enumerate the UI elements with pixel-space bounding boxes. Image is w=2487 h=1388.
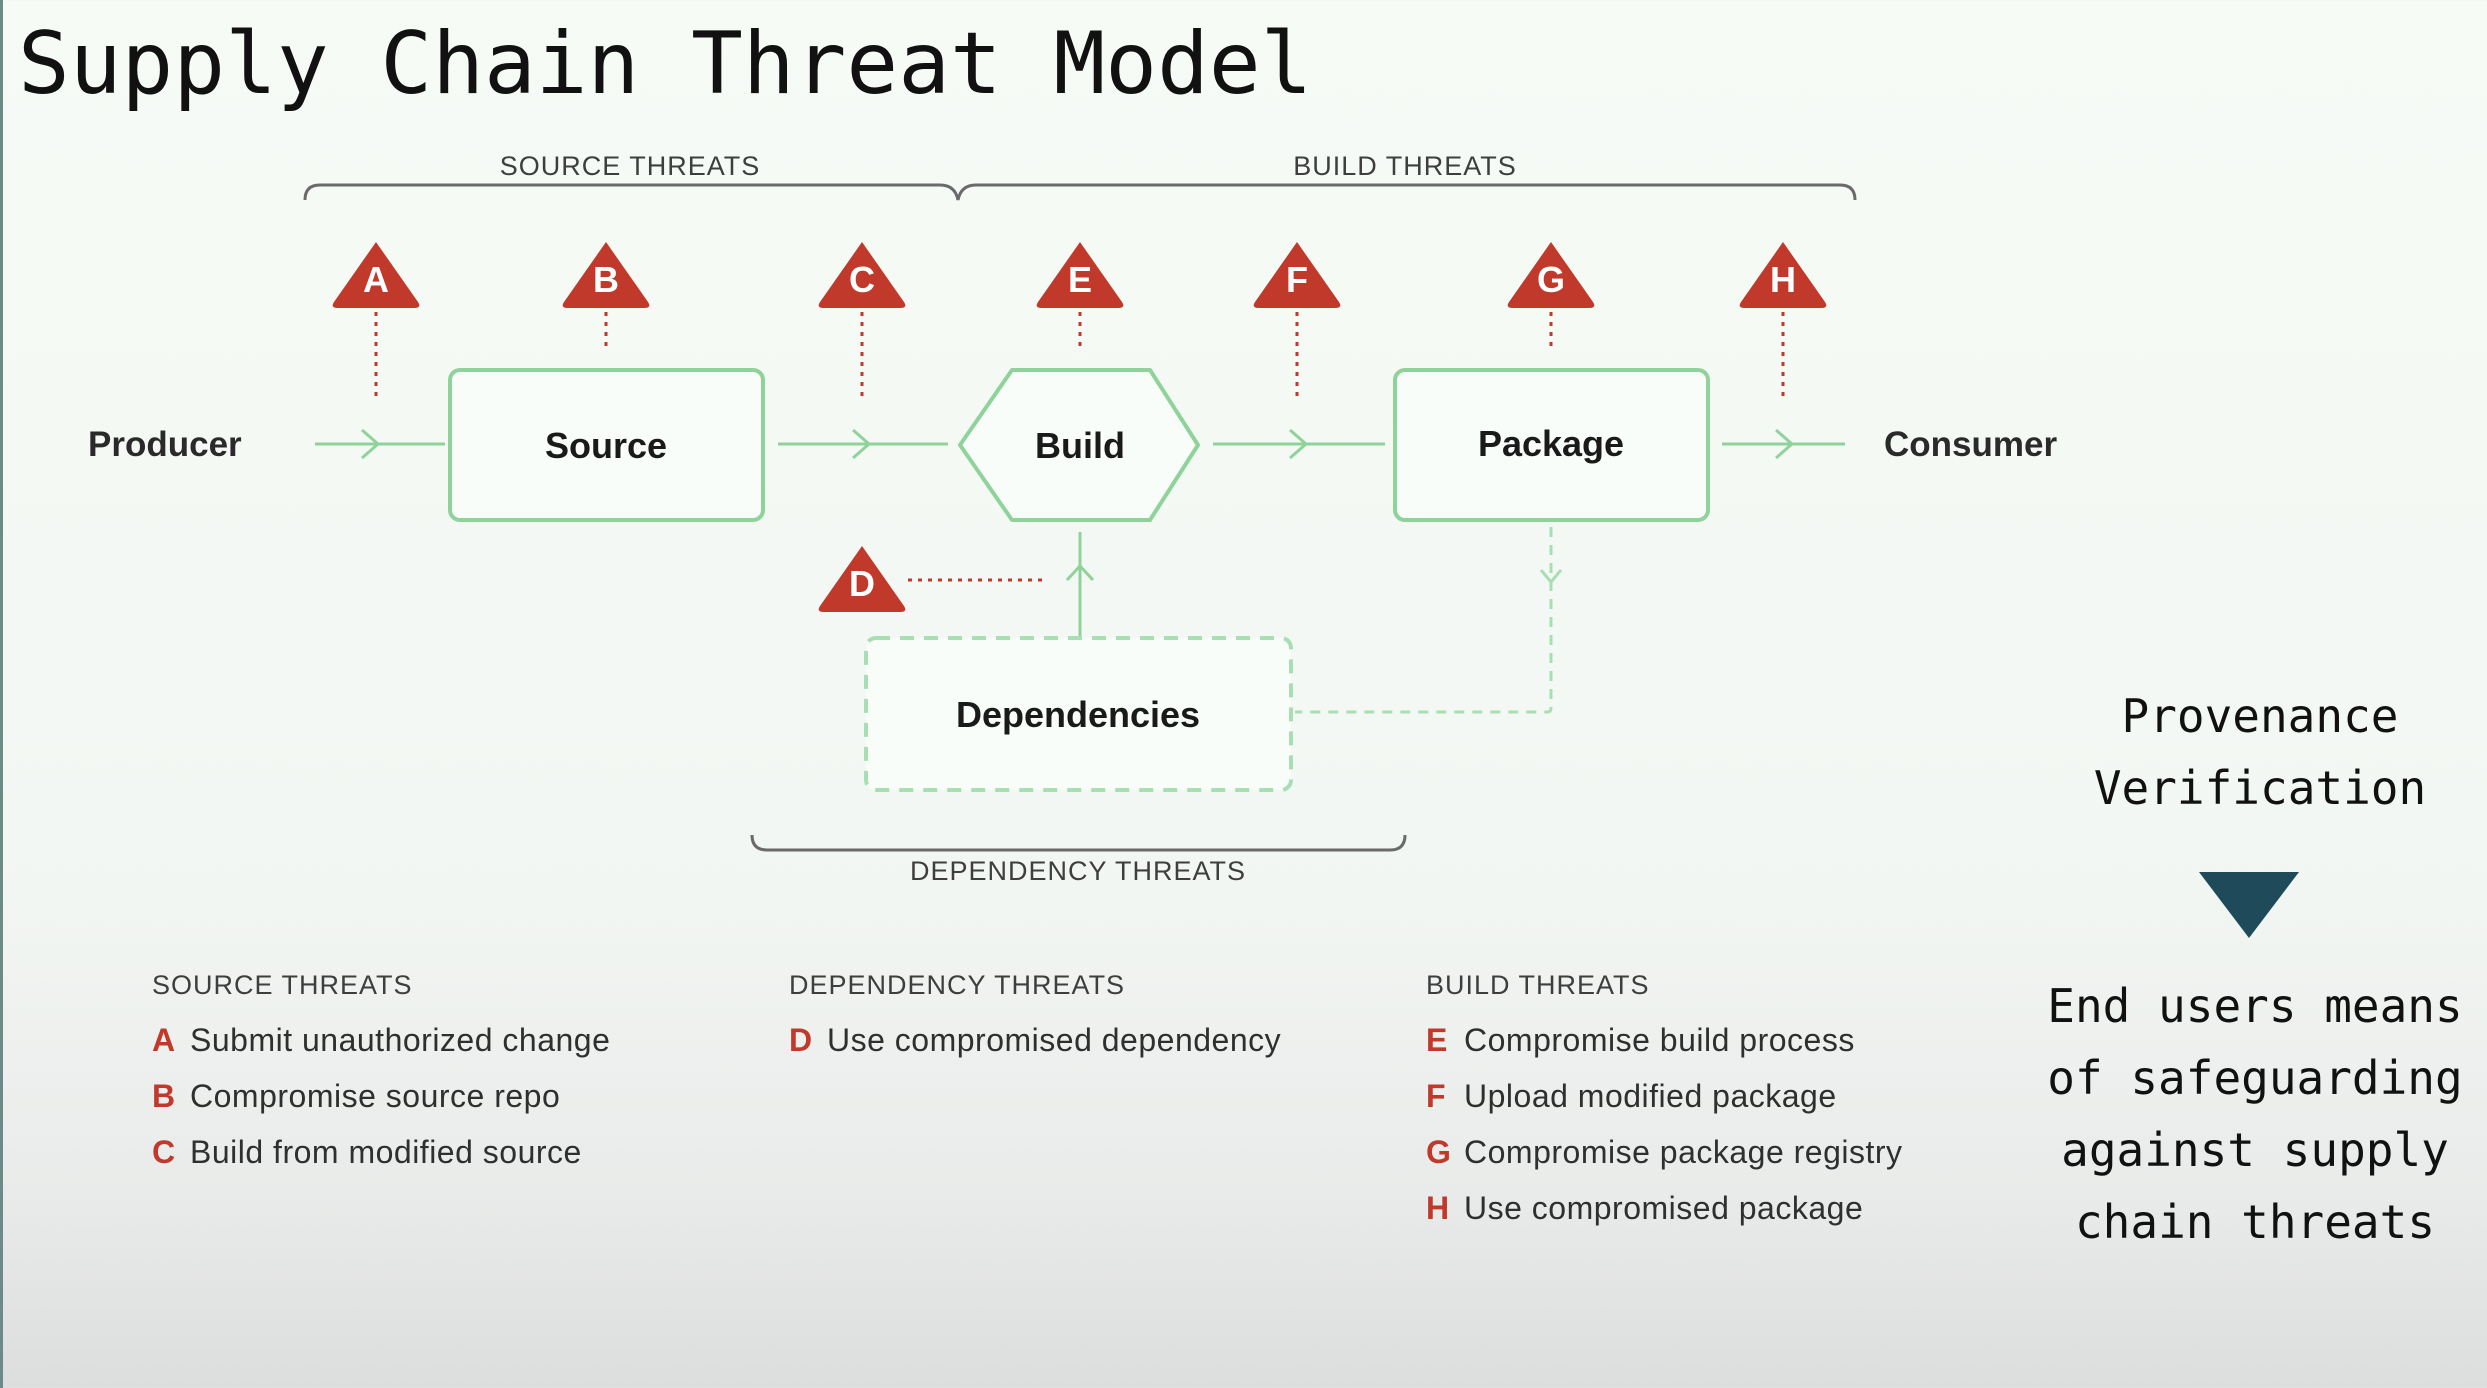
threat-marker-a-letter: A [363,259,389,300]
legend-item-a: A Submit unauthorized change [152,1022,610,1059]
dependency-threats-bracket-label: DEPENDENCY THREATS [910,856,1246,886]
legend-item-g: G Compromise package registry [1426,1134,1903,1171]
package-node [1393,368,1710,522]
consumer-label: Consumer [1884,425,2057,464]
threat-marker-f: F [1253,242,1341,308]
threat-marker-b: B [562,242,650,308]
threat-marker-a: A [332,242,420,308]
build-threats-bracket-label: BUILD THREATS [1293,151,1517,181]
legend-item-f-text: Upload modified package [1464,1078,1837,1114]
legend-item-f: F Upload modified package [1426,1078,1837,1115]
provenance-line-1: Provenance [2121,689,2399,743]
threat-marker-e: E [1036,242,1124,308]
end-users-line-4: chain threats [2074,1195,2436,1249]
end-users-line-1: End users means [2047,979,2463,1033]
source-node-label: Source [545,425,667,466]
legend-item-h: H Use compromised package [1426,1190,1863,1227]
legend-item-d: D Use compromised dependency [789,1022,1281,1059]
legend-dependency-heading: DEPENDENCY THREATS [789,970,1126,1000]
dependencies-node-label: Dependencies [956,694,1200,735]
threat-marker-c: C [818,242,906,308]
threat-marker-d-letter: D [849,563,875,604]
threat-marker-h-letter: H [1770,259,1796,300]
legend-item-g-letter: G [1426,1134,1452,1170]
legend-item-h-text: Use compromised package [1464,1190,1864,1226]
build-node-label: Build [1035,425,1125,466]
threat-marker-b-letter: B [593,259,619,300]
slide-left-edge [0,0,3,1388]
legend-source-heading: SOURCE THREATS [152,970,413,1000]
provenance-line-2: Verification [2093,761,2427,815]
legend-item-c-text: Build from modified source [190,1134,582,1170]
threat-connectors [374,312,1785,582]
dependencies-node [864,636,1293,792]
legend-item-e-letter: E [1426,1022,1448,1058]
threat-marker-f-letter: F [1286,259,1308,300]
legend-item-b-text: Compromise source repo [190,1078,561,1114]
producer-label: Producer [88,425,242,464]
source-threats-bracket-label: SOURCE THREATS [500,151,761,181]
legend-item-f-letter: F [1426,1078,1447,1114]
legend-item-a-text: Submit unauthorized change [190,1022,611,1058]
build-node [958,368,1200,522]
threat-marker-h: H [1739,242,1827,308]
slide-title: Supply Chain Threat Model [18,14,1313,114]
legend-item-d-letter: D [789,1022,813,1058]
source-node [448,368,765,522]
flow-lines [315,428,1845,637]
down-arrow-icon [2199,872,2299,938]
legend-item-c-letter: C [152,1134,176,1170]
end-users-line-2: of safeguarding [2047,1051,2463,1105]
end-users-note: End users means of safeguarding against … [2020,970,2487,1258]
legend-item-a-letter: A [152,1022,176,1058]
package-to-dependencies-path [1295,527,1563,714]
legend-item-c: C Build from modified source [152,1134,582,1171]
threat-marker-g-letter: G [1537,259,1565,300]
legend-item-e-text: Compromise build process [1464,1022,1855,1058]
threat-marker-c-letter: C [849,259,875,300]
legend-build-heading: BUILD THREATS [1426,970,1650,1000]
provenance-verification-label: Provenance Verification [2040,680,2480,824]
legend-item-e: E Compromise build process [1426,1022,1855,1059]
dependency-threats-bracket [750,834,1407,852]
legend-item-b-letter: B [152,1078,176,1114]
threat-marker-d: D [818,546,906,612]
legend-item-d-text: Use compromised dependency [827,1022,1282,1058]
legend-item-b: B Compromise source repo [152,1078,560,1115]
source-threats-bracket [303,183,1857,201]
threat-marker-g: G [1507,242,1595,308]
threat-marker-e-letter: E [1068,259,1092,300]
end-users-line-3: against supply [2061,1123,2449,1177]
legend-item-h-letter: H [1426,1190,1450,1226]
legend-item-g-text: Compromise package registry [1464,1134,1903,1170]
package-node-label: Package [1478,423,1624,464]
